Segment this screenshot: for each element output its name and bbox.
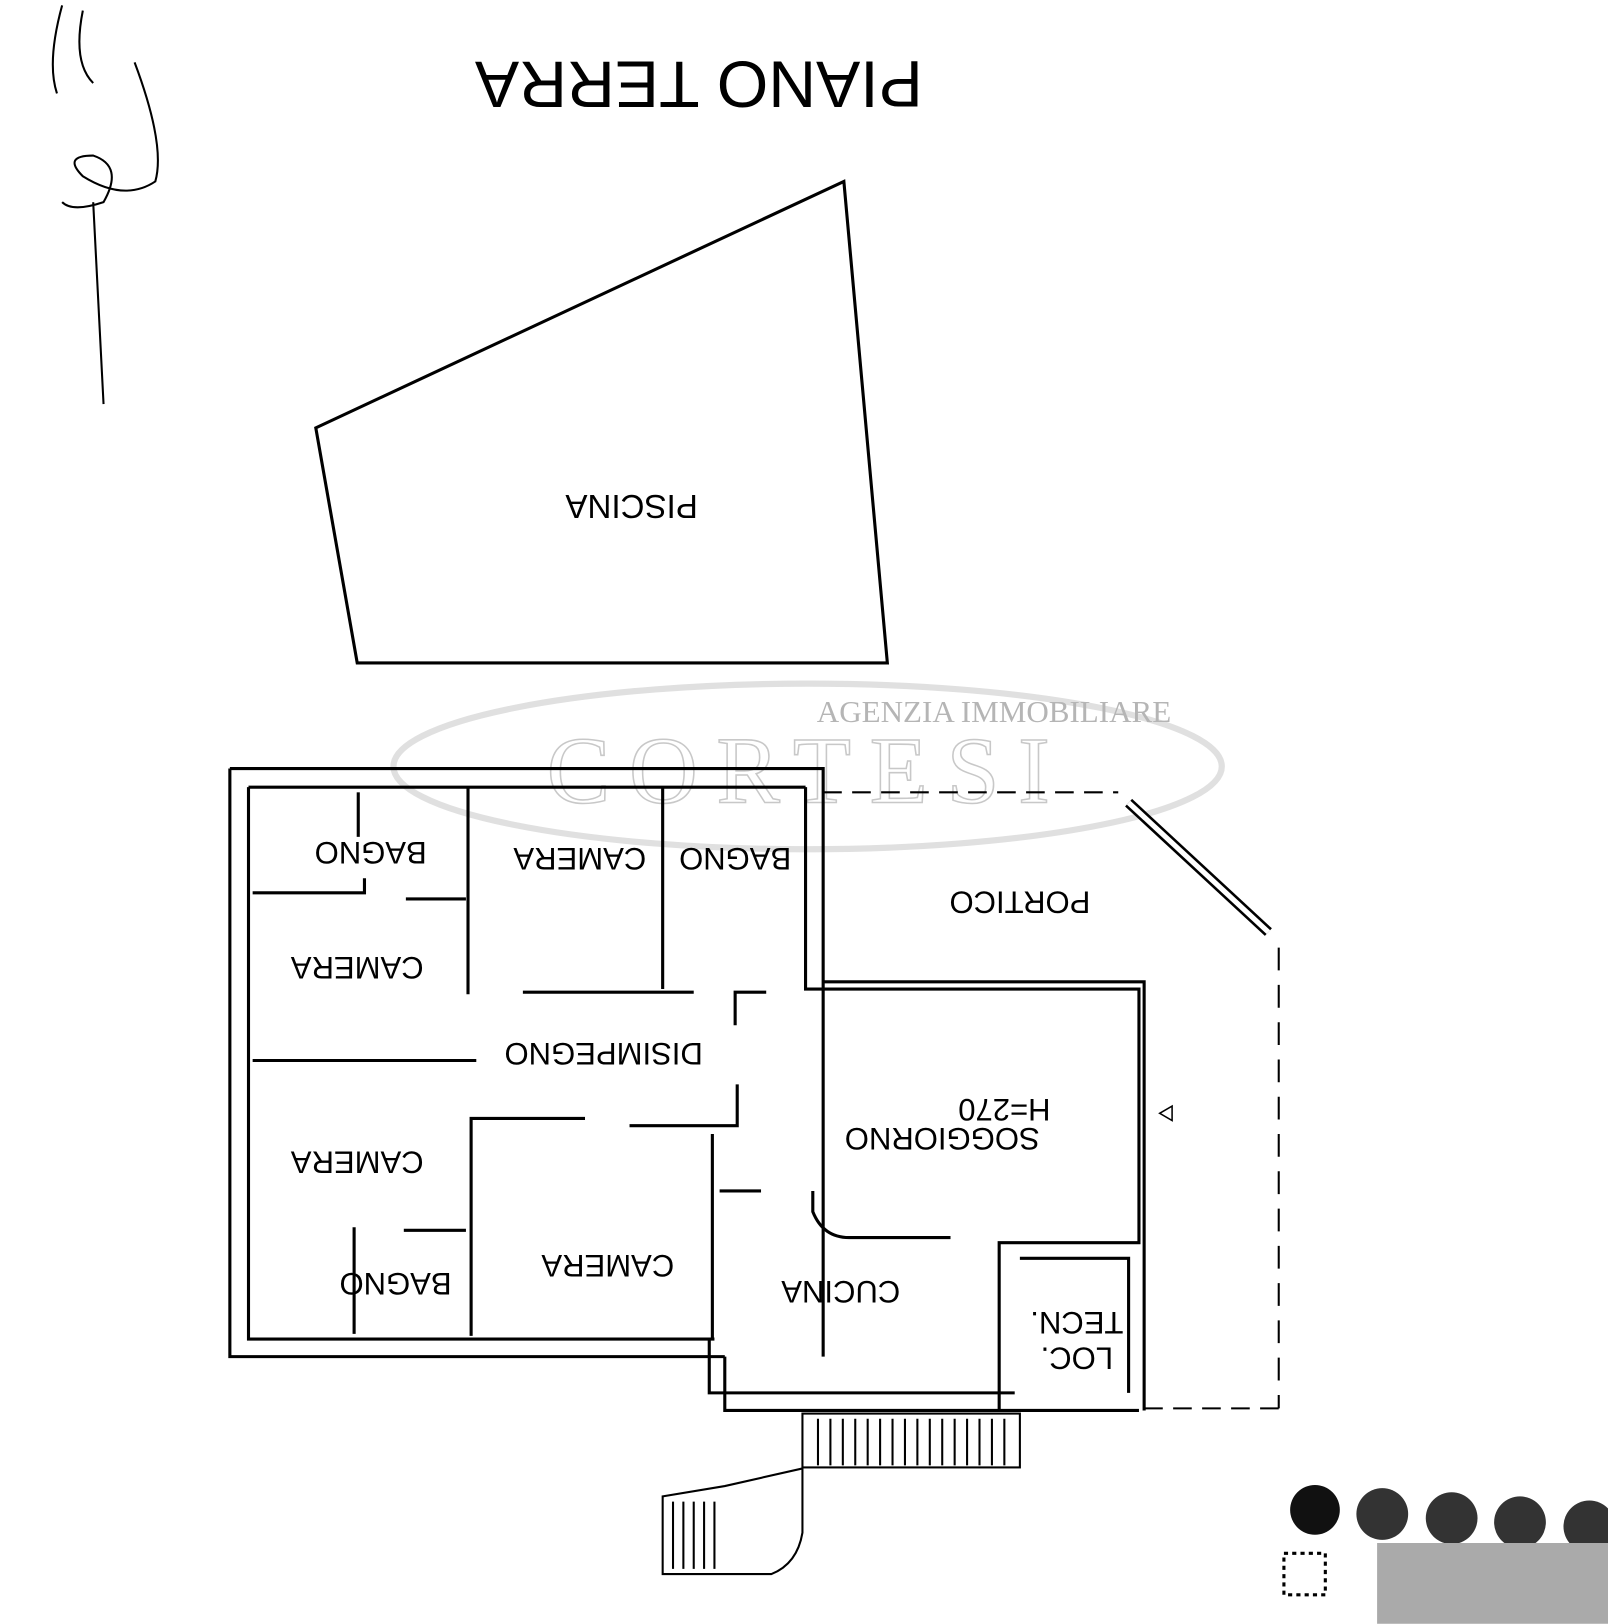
plan-title: PIANO TERRA bbox=[474, 46, 923, 120]
watermark: AGENZIA IMMOBILIARE CORTESI bbox=[390, 680, 1225, 853]
pool-label: PISCINA bbox=[564, 487, 697, 524]
room-label-living: SOGGIORNO bbox=[845, 1121, 1040, 1156]
room-label-bedroom-bottom-mid: CAMERA bbox=[541, 1248, 674, 1283]
room-label-bedroom-left-upper: CAMERA bbox=[291, 950, 424, 985]
room-labels: BAGNO CAMERA BAGNO PORTICO CAMERA DISIMP… bbox=[291, 835, 1124, 1375]
signature bbox=[51, 5, 159, 405]
room-label-bath-top-mid: BAGNO bbox=[679, 841, 791, 876]
room-label-height: H=270 bbox=[958, 1092, 1050, 1127]
pool-outline bbox=[314, 179, 890, 665]
room-label-bath-bottom-left: BAGNO bbox=[339, 1266, 451, 1301]
watermark-line2: CORTESI bbox=[547, 718, 1069, 824]
room-label-tech-2: TECN. bbox=[1030, 1305, 1123, 1340]
room-label-bedroom-left-lower: CAMERA bbox=[291, 1145, 424, 1180]
room-label-bath-top-left: BAGNO bbox=[315, 835, 427, 870]
revenue-stamps bbox=[1282, 1485, 1608, 1624]
room-label-hallway: DISIMPEGNO bbox=[504, 1036, 702, 1071]
room-label-tech-1: LOC. bbox=[1041, 1340, 1113, 1375]
room-label-kitchen: CUCINA bbox=[781, 1274, 900, 1309]
room-label-bedroom-top-mid: CAMERA bbox=[513, 841, 646, 876]
walls bbox=[228, 766, 1146, 1413]
room-label-porch: PORTICO bbox=[949, 885, 1090, 920]
watermark-line1: AGENZIA IMMOBILIARE bbox=[817, 694, 1171, 729]
porch-outline bbox=[823, 791, 1280, 1410]
stairs bbox=[661, 1412, 1021, 1576]
